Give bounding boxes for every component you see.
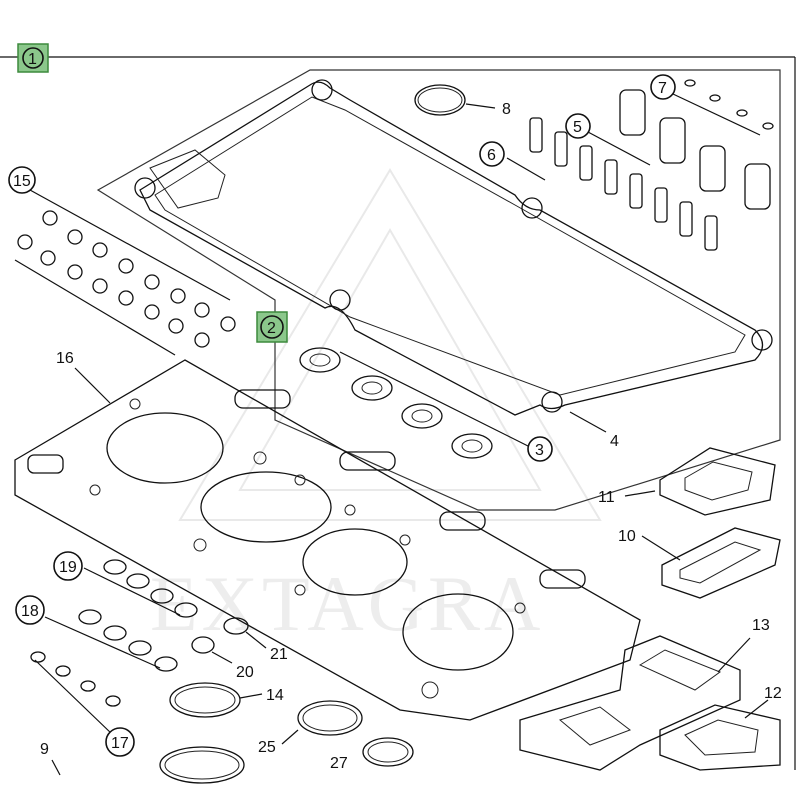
seals-part-3[interactable]: [299, 347, 529, 459]
label-14[interactable]: 14: [266, 687, 284, 704]
assembly-number-2: 2: [267, 320, 276, 337]
gasket-part-10[interactable]: [641, 527, 781, 599]
svg-text:5: 5: [573, 119, 582, 136]
svg-text:13: 13: [752, 617, 770, 634]
label-11[interactable]: 11: [598, 489, 615, 506]
svg-text:14: 14: [266, 687, 284, 704]
callout-17[interactable]: 17: [105, 727, 135, 757]
svg-text:8: 8: [502, 101, 511, 118]
svg-text:7: 7: [658, 80, 667, 97]
o-ring-part-14[interactable]: [169, 682, 263, 718]
svg-text:20: 20: [236, 664, 254, 681]
watermark-text: EXTAGRA: [150, 560, 544, 647]
label-10[interactable]: 10: [618, 528, 636, 545]
label-9[interactable]: 9: [40, 741, 49, 758]
label-27[interactable]: 27: [330, 755, 348, 772]
callout-19[interactable]: 19: [53, 551, 83, 581]
svg-text:19: 19: [59, 559, 77, 576]
label-12[interactable]: 12: [764, 685, 782, 702]
o-ring-part-25[interactable]: [281, 700, 363, 745]
subassembly-box: [96, 69, 781, 511]
label-16[interactable]: 16: [56, 350, 111, 404]
washers-part-18[interactable]: [44, 609, 178, 672]
gasket-part-13[interactable]: [519, 635, 751, 771]
part-9-leader: [51, 759, 61, 776]
svg-text:25: 25: [258, 739, 276, 756]
svg-text:11: 11: [598, 489, 615, 506]
assembly-callout-2[interactable]: 2: [256, 311, 288, 343]
svg-text:9: 9: [40, 741, 49, 758]
washers-part-19[interactable]: [83, 559, 198, 618]
svg-text:15: 15: [13, 173, 31, 190]
label-13[interactable]: 13: [752, 617, 770, 634]
svg-text:16: 16: [56, 350, 74, 367]
o-ring-part-8[interactable]: [414, 84, 496, 116]
rocker-cover-gasket[interactable]: [134, 79, 773, 416]
sleeves-part-5[interactable]: [587, 89, 771, 210]
o-ring-large-bottom[interactable]: [159, 746, 245, 784]
callout-5[interactable]: 5: [565, 113, 591, 139]
ring-part-20[interactable]: [191, 636, 233, 664]
outer-frame: [0, 56, 796, 770]
callout-7[interactable]: 7: [650, 74, 676, 100]
label-25[interactable]: 25: [258, 739, 276, 756]
label-4[interactable]: 4: [569, 411, 619, 450]
label-20[interactable]: 20: [236, 664, 254, 681]
svg-text:12: 12: [764, 685, 782, 702]
svg-text:18: 18: [21, 603, 39, 620]
svg-text:4: 4: [610, 433, 619, 450]
svg-text:27: 27: [330, 755, 348, 772]
assembly-number-1: 1: [28, 51, 37, 68]
small-o-rings-part-7[interactable]: [672, 79, 774, 136]
head-gasket-part-16[interactable]: [14, 359, 641, 721]
valve-seals-part-15[interactable]: [14, 189, 236, 356]
svg-text:21: 21: [270, 646, 288, 663]
label-21[interactable]: 21: [270, 646, 288, 663]
svg-text:6: 6: [487, 147, 496, 164]
o-ring-part-27[interactable]: [362, 737, 414, 767]
washers-part-17[interactable]: [30, 651, 121, 736]
callout-18[interactable]: 18: [15, 595, 45, 625]
sleeves-part-6[interactable]: [506, 117, 718, 251]
gasket-part-12[interactable]: [659, 699, 781, 771]
gasket-part-11[interactable]: [624, 447, 776, 516]
callout-3[interactable]: 3: [527, 436, 553, 462]
callout-15[interactable]: 15: [8, 166, 36, 194]
svg-text:3: 3: [535, 442, 544, 459]
label-8[interactable]: 8: [502, 101, 511, 118]
assembly-callout-1[interactable]: 1: [17, 43, 49, 73]
callout-6[interactable]: 6: [479, 141, 505, 167]
svg-text:10: 10: [618, 528, 636, 545]
svg-text:17: 17: [111, 735, 129, 752]
ring-part-21[interactable]: [223, 617, 267, 649]
